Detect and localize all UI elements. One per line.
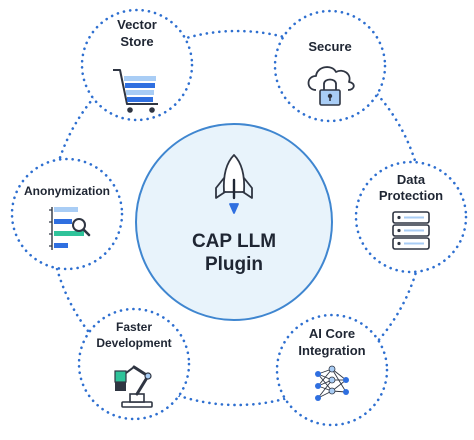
node-faster-development: Faster Development <box>77 307 191 421</box>
node-data-protection: Data Protection <box>354 160 468 274</box>
data-protection-label-line2: Protection <box>379 188 443 203</box>
center-title-line2: Plugin <box>205 254 263 275</box>
faster-dev-label-line2: Development <box>96 336 171 350</box>
data-protection-label-line1: Data <box>397 172 426 187</box>
vector-store-label-line2: Store <box>120 34 153 49</box>
anonymization-label: Anonymization <box>24 184 110 198</box>
center-node: CAP LLM Plugin <box>135 123 333 321</box>
faster-dev-label-line1: Faster <box>116 320 152 334</box>
secure-label: Secure <box>308 39 351 54</box>
center-title-line1: CAP LLM <box>192 231 276 252</box>
server-stack-icon <box>392 211 430 250</box>
ai-core-label-line1: AI Core <box>309 326 355 341</box>
magnify-list-icon <box>49 207 91 250</box>
ai-core-label-line2: Integration <box>298 343 365 358</box>
robot-arm-icon <box>114 365 153 408</box>
rocket-icon <box>215 154 253 214</box>
node-anonymization: Anonymization <box>10 157 124 271</box>
shopping-cart-icon <box>113 69 158 113</box>
node-vector-store: Vector Store <box>80 8 194 122</box>
neural-network-icon <box>315 365 349 401</box>
node-secure: Secure <box>273 9 387 123</box>
vector-store-label-line1: Vector <box>117 17 157 32</box>
cloud-lock-icon <box>307 66 355 106</box>
node-ai-core-integration: AI Core Integration <box>275 313 389 427</box>
